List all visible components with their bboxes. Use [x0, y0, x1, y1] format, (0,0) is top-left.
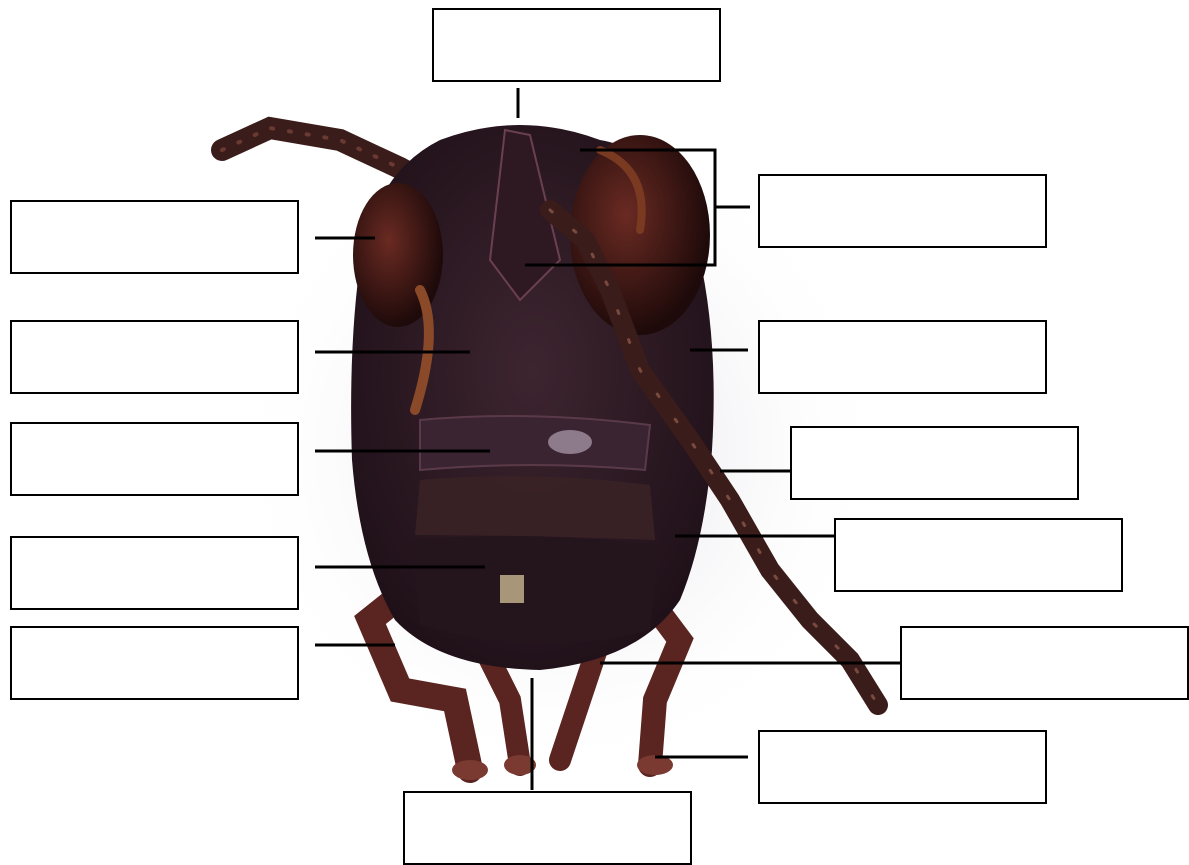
label-box-right-4[interactable] [834, 518, 1123, 592]
label-box-left-3[interactable] [10, 422, 299, 496]
label-box-right-3[interactable] [790, 426, 1079, 500]
label-box-right-6[interactable] [758, 730, 1047, 804]
label-box-right-2[interactable] [758, 320, 1047, 394]
labrum [415, 476, 655, 540]
label-box-left-1[interactable] [10, 200, 299, 274]
mouthparts [410, 536, 660, 644]
label-box-left-5[interactable] [10, 626, 299, 700]
label-box-right-5[interactable] [900, 626, 1189, 700]
clypeus [420, 416, 650, 470]
label-box-left-2[interactable] [10, 320, 299, 394]
label-box-right-1[interactable] [758, 174, 1047, 248]
label-box-bottom[interactable] [403, 791, 692, 865]
label-box-left-4[interactable] [10, 536, 299, 610]
label-box-top[interactable] [432, 8, 721, 82]
